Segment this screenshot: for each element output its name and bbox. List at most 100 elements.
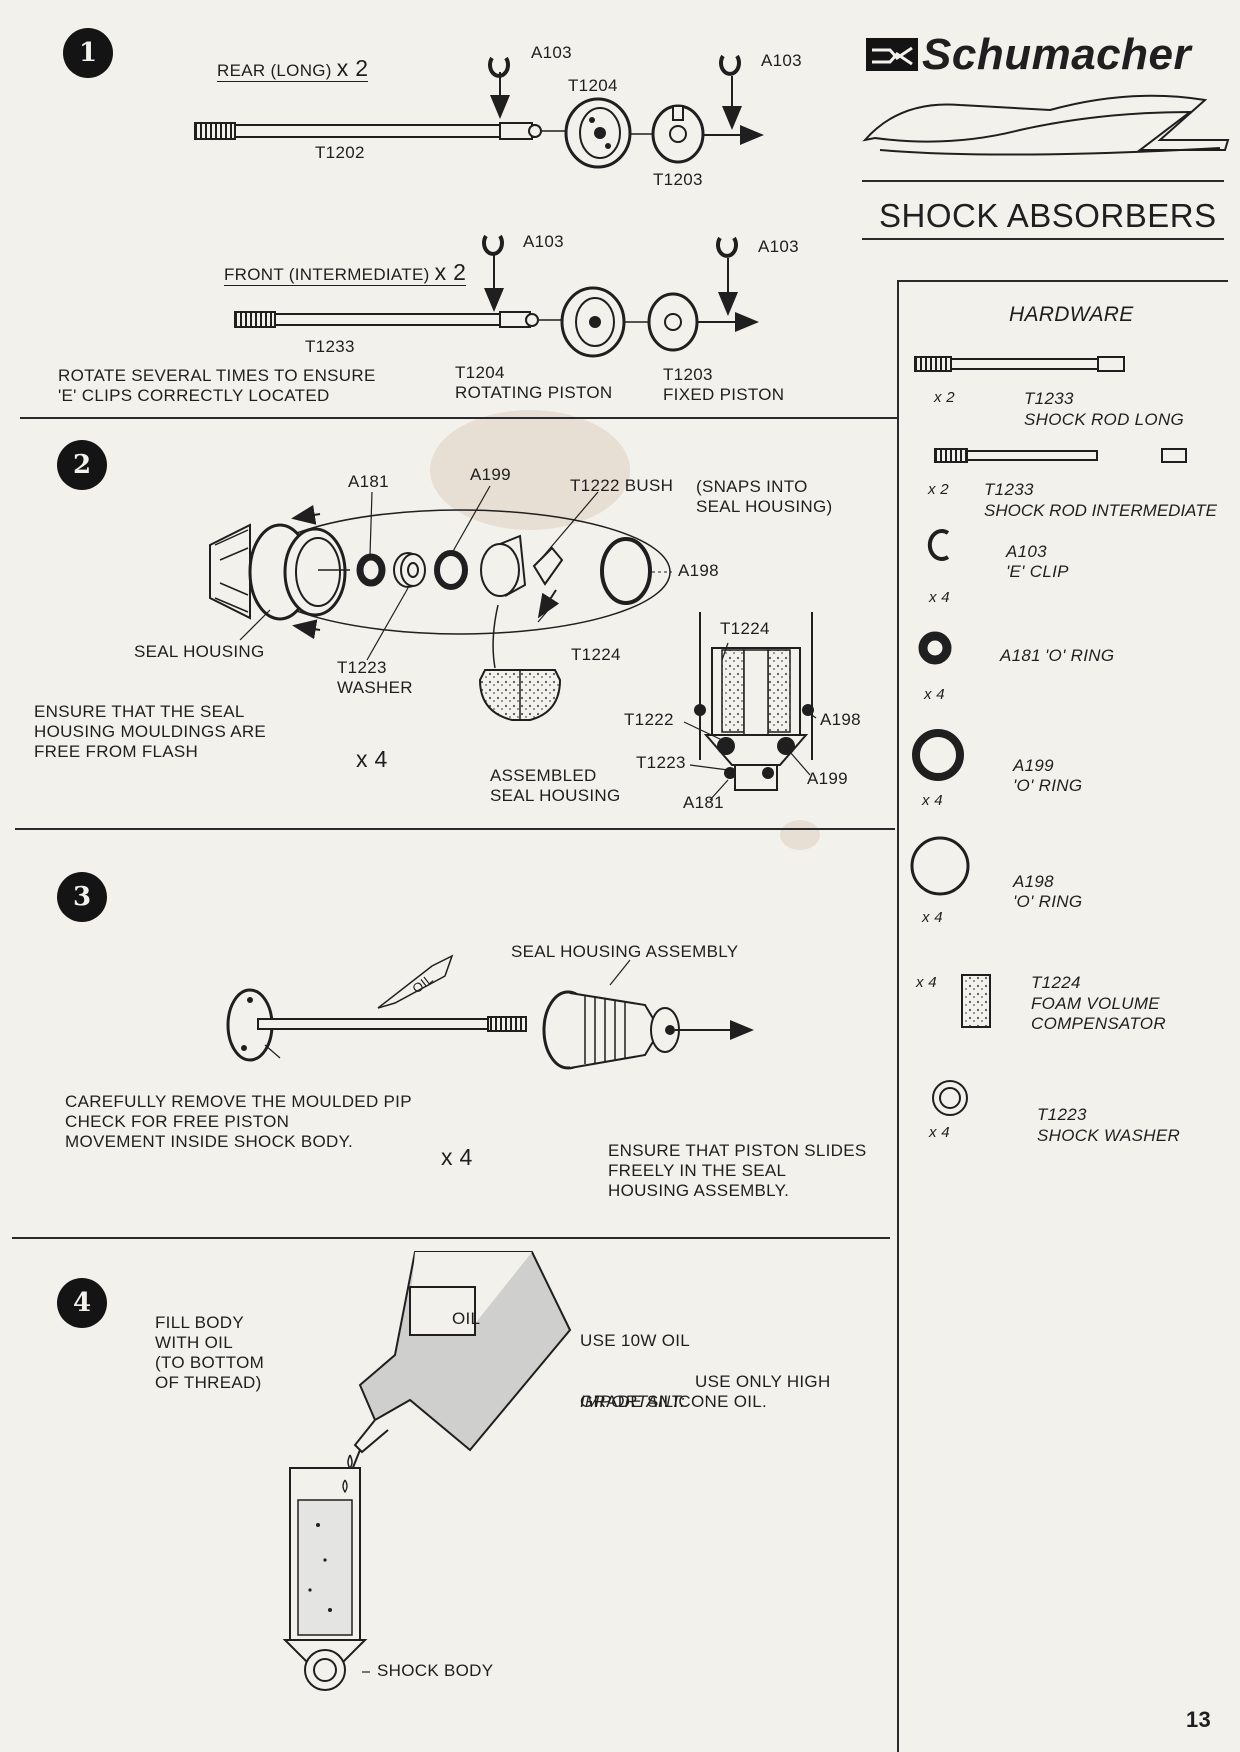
part-label-a103: A103 bbox=[531, 43, 572, 62]
hardware-code: T1233 bbox=[984, 480, 1034, 499]
hardware-name: 'E' CLIP bbox=[1006, 562, 1069, 581]
rear-rod-label-text: REAR (LONG) bbox=[217, 61, 332, 80]
important-label: IMPORTANT: bbox=[580, 1392, 685, 1411]
page-number: 13 bbox=[1186, 1707, 1212, 1732]
piston-insertion-diagram bbox=[226, 954, 754, 1070]
step-number: 1 bbox=[63, 28, 113, 78]
paper-stain bbox=[780, 820, 820, 850]
assembled-caption: ASSEMBLED SEAL HOUSING bbox=[490, 766, 621, 805]
part-label-t1203: T1203 bbox=[653, 170, 703, 189]
hardware-code: A103 bbox=[1006, 542, 1047, 561]
rod-long-icon bbox=[914, 356, 1125, 372]
remove-pip-note: CAREFULLY REMOVE THE MOULDED PIP CHECK F… bbox=[65, 1092, 412, 1151]
section-label-a199: A199 bbox=[807, 769, 848, 788]
divider bbox=[862, 238, 1224, 240]
fixed-piston-caption: FIXED PISTON bbox=[663, 385, 785, 404]
part-label-t1204: T1204 bbox=[568, 76, 618, 95]
part-label-a181: A181 bbox=[348, 472, 389, 491]
hardware-qty: x 4 bbox=[929, 589, 950, 606]
part-label-t1204: T1204 bbox=[455, 363, 505, 382]
assembled-seal-housing-section bbox=[683, 612, 817, 801]
seal-housing-label: SEAL HOUSING bbox=[134, 642, 265, 661]
step-number: 3 bbox=[57, 872, 107, 922]
divider bbox=[20, 417, 898, 419]
hardware-qty: x 2 bbox=[928, 481, 949, 498]
qty-label: x 4 bbox=[441, 1144, 473, 1170]
rod-intermediate-icon bbox=[934, 448, 1187, 463]
divider bbox=[15, 828, 895, 830]
hardware-name: SHOCK ROD INTERMEDIATE bbox=[984, 501, 1217, 520]
section-label-t1224: T1224 bbox=[720, 619, 770, 638]
hardware-qty: x 4 bbox=[924, 686, 945, 703]
hardware-qty: x 4 bbox=[922, 792, 943, 809]
step-number: 4 bbox=[57, 1278, 107, 1328]
bottle-label: OIL bbox=[452, 1309, 481, 1328]
e-clip-icon bbox=[927, 529, 950, 561]
divider bbox=[862, 180, 1224, 182]
hardware-name: 'O' RING bbox=[1045, 646, 1115, 665]
part-label-t1202: T1202 bbox=[315, 143, 365, 162]
flash-note: ENSURE THAT THE SEAL HOUSING MOULDINGS A… bbox=[34, 702, 267, 761]
part-label-bush: T1222 BUSH bbox=[570, 476, 674, 495]
divider bbox=[898, 280, 1228, 282]
section-label-t1223: T1223 bbox=[636, 753, 686, 772]
washer-icon bbox=[932, 1080, 968, 1116]
rotating-piston-caption: ROTATING PISTON bbox=[455, 383, 613, 402]
washer-label: T1223 WASHER bbox=[337, 658, 413, 697]
hardware-qty: x 4 bbox=[916, 974, 937, 991]
rotate-note: ROTATE SEVERAL TIMES TO ENSURE 'E' CLIPS… bbox=[58, 366, 376, 405]
qty-label: x 4 bbox=[356, 746, 388, 772]
step-number: 2 bbox=[57, 440, 107, 490]
part-label-a199: A199 bbox=[470, 465, 511, 484]
part-label-t1203: T1203 bbox=[663, 365, 713, 384]
hardware-name: 'O' RING bbox=[1013, 892, 1083, 911]
front-rod-label: FRONT (INTERMEDIATE) x 2 bbox=[224, 259, 467, 286]
seal-housing-assembly-label: SEAL HOUSING ASSEMBLY bbox=[511, 942, 739, 961]
rear-rod-qty: x 2 bbox=[336, 55, 369, 81]
front-rod-qty: x 2 bbox=[434, 259, 467, 285]
front-rod-label-text: FRONT (INTERMEDIATE) bbox=[224, 265, 430, 284]
front-rod-diagram bbox=[234, 234, 759, 358]
important-note: IMPORTANT: bbox=[580, 1372, 685, 1412]
hardware-icons bbox=[910, 356, 1187, 1116]
section-label-a181: A181 bbox=[683, 793, 724, 812]
part-label-a103: A103 bbox=[758, 237, 799, 256]
seal-housing-exploded-diagram bbox=[209, 485, 672, 721]
bush-note: (SNAPS INTO SEAL HOUSING) bbox=[696, 477, 833, 516]
hardware-code: A181 bbox=[1000, 646, 1041, 665]
part-label-a198: A198 bbox=[678, 561, 719, 580]
hardware-qty: x 4 bbox=[929, 1124, 950, 1141]
oil-spec: USE 10W OIL bbox=[580, 1331, 691, 1350]
shock-body-label: SHOCK BODY bbox=[377, 1661, 494, 1680]
fill-body-note: FILL BODY WITH OIL (TO BOTTOM OF THREAD) bbox=[155, 1313, 265, 1392]
rear-rod-label: REAR (LONG) x 2 bbox=[217, 55, 369, 82]
hardware-qty: x 2 bbox=[934, 389, 955, 406]
hardware-code: A198 bbox=[1013, 872, 1054, 891]
rear-rod-diagram bbox=[194, 54, 764, 169]
part-label-a103: A103 bbox=[761, 51, 802, 70]
medium-o-ring-icon bbox=[912, 729, 964, 781]
hardware-code: A199 bbox=[1013, 756, 1054, 775]
foam-block-icon bbox=[961, 974, 991, 1028]
hardware-name: SHOCK ROD LONG bbox=[1024, 410, 1185, 429]
hardware-panel-border bbox=[897, 280, 899, 1752]
large-o-ring-icon bbox=[910, 836, 970, 896]
section-label-t1222: T1222 bbox=[624, 710, 674, 729]
cougar-2-logo bbox=[862, 94, 1230, 156]
brand-name: Schumacher bbox=[922, 30, 1192, 79]
hardware-name: 'O' RING bbox=[1013, 776, 1083, 795]
piston-slides-note: ENSURE THAT PISTON SLIDES FREELY IN THE … bbox=[608, 1141, 867, 1200]
important-text: USE ONLY HIGH GRADE SILICONE OIL. bbox=[580, 1372, 831, 1411]
oil-filling-diagram bbox=[282, 1251, 572, 1691]
part-label-t1224: T1224 bbox=[571, 645, 621, 664]
section-label-a198: A198 bbox=[820, 710, 861, 729]
part-label-a103: A103 bbox=[523, 232, 564, 251]
small-o-ring-icon bbox=[918, 631, 952, 665]
hardware-name: SHOCK WASHER bbox=[1037, 1126, 1181, 1145]
hardware-title: HARDWARE bbox=[1009, 303, 1134, 326]
hardware-code: T1233 bbox=[1024, 389, 1074, 408]
hardware-name: FOAM VOLUME COMPENSATOR bbox=[1031, 994, 1166, 1033]
part-label-t1233: T1233 bbox=[305, 337, 355, 356]
hardware-qty: x 4 bbox=[922, 909, 943, 926]
